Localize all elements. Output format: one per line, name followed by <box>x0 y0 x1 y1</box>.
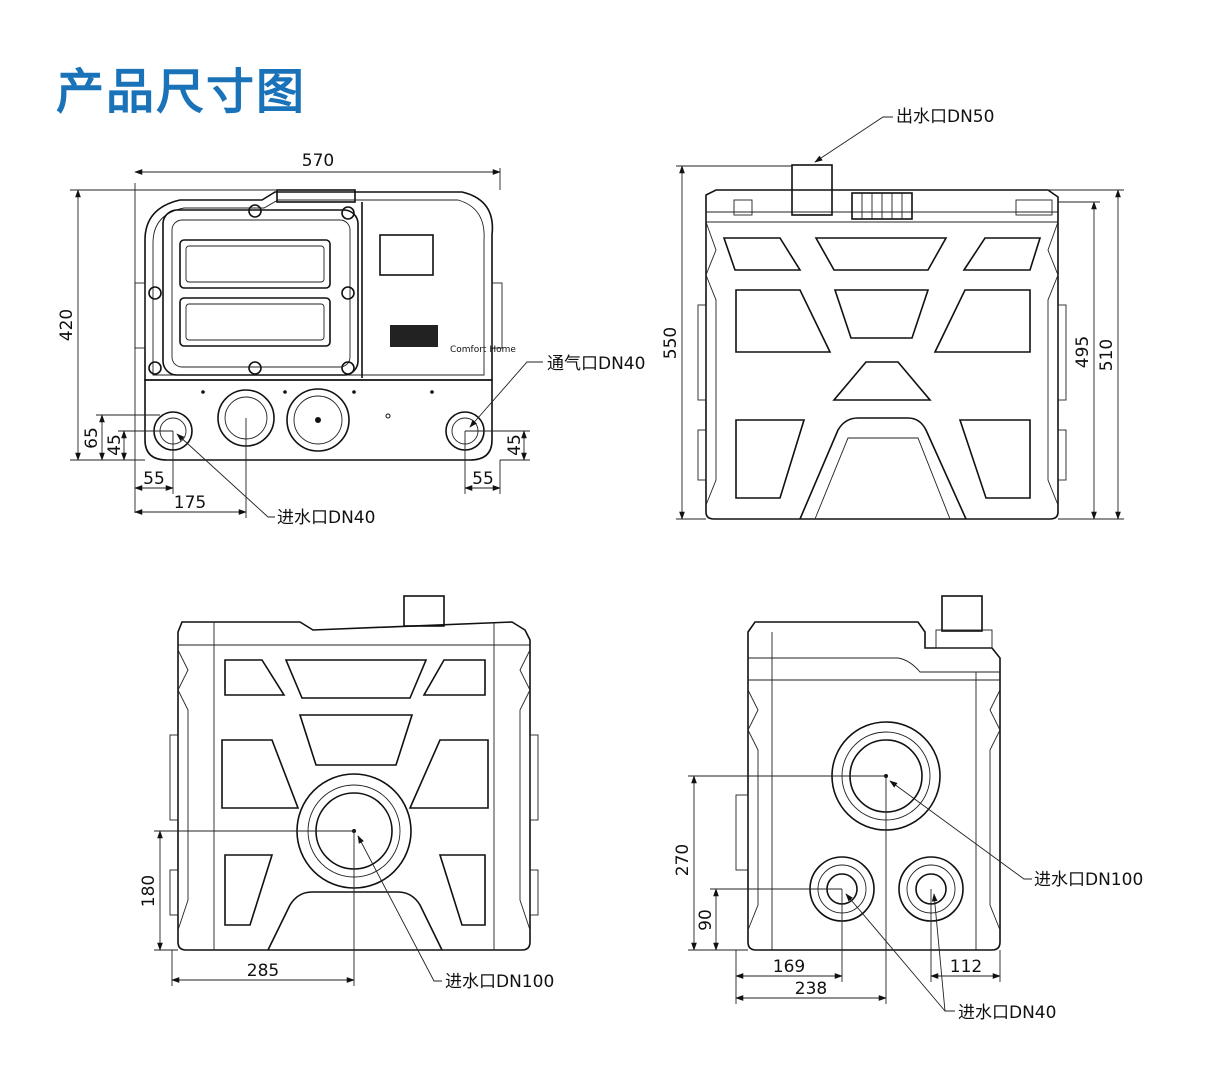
vent-callout-label: 通气口DN40 <box>547 354 645 374</box>
side-view-outline <box>705 189 1059 520</box>
end-dn40-callout-leader-right <box>931 893 955 1012</box>
dim-w238-label: 238 <box>795 979 827 999</box>
back-view-outline <box>177 621 531 951</box>
dim-height-label: 420 <box>57 309 77 341</box>
outlet-pipe-dn50 <box>791 164 833 216</box>
dim-w55-left-label: 55 <box>143 469 165 489</box>
screw-boss <box>248 204 262 218</box>
dim-w169-label: 169 <box>773 957 805 977</box>
screw-boss <box>341 206 355 220</box>
port-large-threaded <box>286 388 350 452</box>
outlet-pipe <box>941 595 983 632</box>
dim-w175-label: 175 <box>174 493 206 513</box>
dim-w112-label: 112 <box>950 957 982 977</box>
end-dn100-callout-leader <box>889 780 1032 880</box>
label-window <box>379 234 434 276</box>
dim-w285-label: 285 <box>247 961 279 981</box>
side-view: 550 495 510 出水口DN50 <box>661 107 1124 520</box>
front-view-outline <box>144 191 494 381</box>
dim-h270-label: 270 <box>673 844 693 876</box>
inlet-callout-leader <box>176 433 275 518</box>
dim-width-label: 570 <box>302 151 334 171</box>
inlet-callout-label: 进水口DN40 <box>277 508 375 528</box>
screw-boss <box>148 361 162 375</box>
dim-h495-label: 495 <box>1073 336 1093 368</box>
front-view-base <box>144 379 493 461</box>
dim-h45-right-label: 45 <box>505 434 525 456</box>
end-view-outline <box>747 621 1001 951</box>
front-view: Comfort Home 570 4 <box>57 151 645 528</box>
back-inlet-callout-label: 进水口DN100 <box>445 972 554 992</box>
screw-boss <box>148 286 162 300</box>
screw-boss <box>341 361 355 375</box>
back-view: 180 285 进水口DN100 <box>139 595 554 992</box>
dim-w55-right-label: 55 <box>472 469 494 489</box>
outlet-pipe <box>403 595 445 627</box>
dim-h45-left-label: 45 <box>105 434 125 456</box>
end-dn40-callout-leader-left <box>845 893 946 1012</box>
page-title: 产品尺寸图 <box>56 64 307 120</box>
back-inlet-callout-leader <box>357 835 442 982</box>
brand-logo-text: Comfort Home <box>450 345 516 355</box>
brand-logo-block <box>390 325 438 347</box>
dim-h90-label: 90 <box>696 909 716 931</box>
dim-h65-label: 65 <box>82 427 102 449</box>
outlet-callout-label: 出水口DN50 <box>896 107 994 127</box>
dim-h510-label: 510 <box>1097 339 1117 371</box>
end-dn100-callout-label: 进水口DN100 <box>1034 870 1143 890</box>
end-dn40-callout-label: 进水口DN40 <box>958 1003 1056 1023</box>
dim-h550-label: 550 <box>661 327 681 359</box>
dim-h180-label: 180 <box>139 875 159 907</box>
end-view: 270 90 169 238 112 进水口DN100 进水口DN40 <box>673 595 1143 1023</box>
vent-callout-leader <box>469 361 543 428</box>
outlet-callout-leader <box>814 116 893 163</box>
screw-boss <box>341 286 355 300</box>
screw-boss <box>248 361 262 375</box>
